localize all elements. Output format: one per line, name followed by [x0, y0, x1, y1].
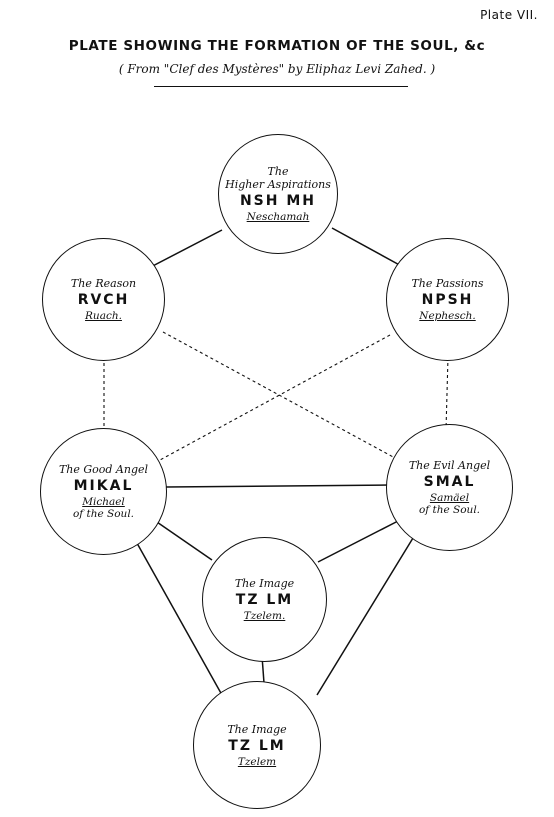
node-label-line1: The Image	[227, 722, 287, 736]
line-evil-image2	[316, 537, 414, 696]
node-label-line1: The Image	[234, 577, 295, 590]
line-good-image1	[153, 519, 213, 561]
node-name: Tzelem.	[243, 610, 286, 622]
node-hebrew: TZ LM	[228, 737, 286, 754]
node-sub: of the Soul.	[72, 508, 135, 520]
node-higher-aspirations: The Higher Aspirations NSH MH Neschamah	[218, 134, 338, 254]
node-hebrew: NSH MH	[239, 193, 317, 209]
node-image-upper: The Image TZ LM Tzelem.	[202, 537, 327, 662]
node-evil-angel: The Evil Angel SMAL Samäel of the Soul.	[386, 424, 513, 551]
node-label-line1: The Reason	[70, 277, 137, 290]
node-sub: of the Soul.	[418, 504, 481, 516]
node-name: Tzelem	[237, 755, 277, 768]
dash-passions-evil	[445, 356, 449, 431]
node-passions: The Passions NPSH Nephesch.	[386, 238, 509, 361]
line-higher-passions	[331, 227, 406, 269]
node-label-line1: The	[267, 165, 289, 178]
node-label-line1: The Passions	[411, 277, 484, 290]
line-evil-image1	[317, 519, 401, 563]
node-label-line2: Higher Aspirations	[225, 178, 331, 191]
node-image-lower: The Image TZ LM Tzelem	[193, 681, 321, 809]
line-higher-reason	[144, 229, 223, 271]
node-name: Nephesch.	[419, 310, 476, 322]
node-name: Michael	[82, 496, 125, 508]
node-hebrew: TZ LM	[235, 592, 294, 608]
node-hebrew: MIKAL	[73, 478, 134, 494]
node-good-angel: The Good Angel MIKAL Michael of the Soul…	[40, 428, 167, 555]
plate-number: Plate VII.	[480, 8, 538, 22]
line-good-evil	[165, 484, 390, 488]
line-good-image2	[132, 535, 223, 696]
node-name: Neschamah	[246, 211, 310, 223]
node-name: Ruach.	[85, 310, 122, 322]
node-hebrew: RVCH	[77, 292, 130, 308]
node-label-line1: The Evil Angel	[408, 459, 491, 472]
node-name: Samäel	[429, 492, 470, 504]
node-hebrew: NPSH	[421, 292, 474, 308]
node-label-line1: The Good Angel	[58, 463, 149, 476]
subtitle-rule	[154, 86, 408, 87]
page-title: PLATE SHOWING THE FORMATION OF THE SOUL,…	[68, 38, 486, 54]
page-subtitle: ( From "Clef des Mystères" by Eliphaz Le…	[118, 62, 436, 76]
node-reason: The Reason RVCH Ruach.	[42, 238, 165, 361]
node-hebrew: SMAL	[423, 474, 476, 490]
dash-passions-good	[159, 334, 391, 461]
